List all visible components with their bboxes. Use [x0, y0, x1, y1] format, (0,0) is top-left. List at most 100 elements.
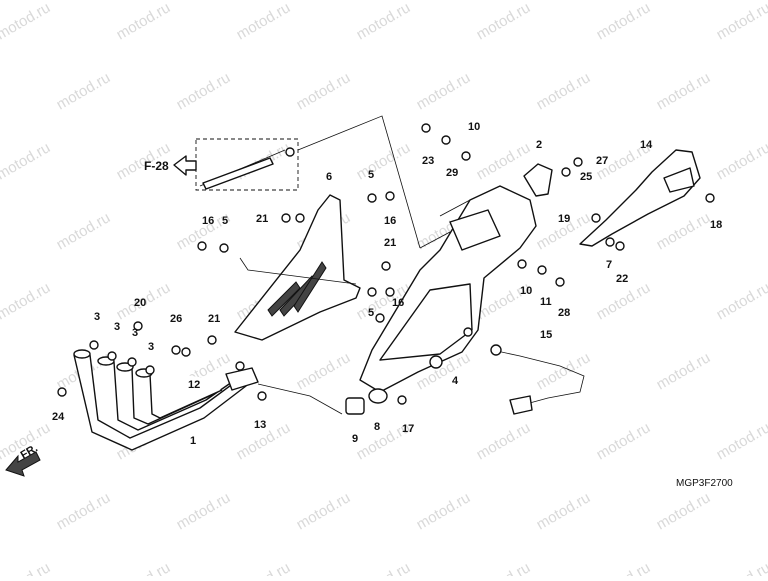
callout-number: 18 [710, 219, 722, 231]
watermark-text: motod.ru [594, 279, 654, 323]
watermark-text: motod.ru [114, 559, 174, 576]
diagram-code: MGP3F2700 [676, 478, 733, 489]
watermark-text: motod.ru [714, 419, 768, 463]
watermark-text: motod.ru [294, 349, 354, 393]
callout-number: 29 [446, 167, 458, 179]
callout-number: 5 [368, 169, 374, 181]
callout-number: 2 [536, 139, 542, 151]
fastener [368, 288, 376, 296]
watermark-text: motod.ru [534, 489, 594, 533]
fastener [606, 238, 614, 246]
fastener [422, 124, 430, 132]
callout-number: 4 [452, 375, 459, 387]
callout-number: 23 [422, 155, 434, 167]
callout-number: 6 [326, 171, 332, 183]
fastener [386, 192, 394, 200]
fastener [592, 214, 600, 222]
callout-number: 5 [368, 307, 374, 319]
callout-number: 17 [402, 423, 414, 435]
watermark-text: motod.ru [654, 489, 714, 533]
callout-number: 22 [616, 273, 628, 285]
callout-number: 1 [190, 435, 196, 447]
callout-number: 8 [374, 421, 380, 433]
watermark-text: motod.ru [714, 559, 768, 576]
callout-number: 26 [170, 313, 182, 325]
clamp-9 [346, 398, 364, 414]
fastener [398, 396, 406, 404]
watermark-text: motod.ru [354, 139, 414, 183]
fastener [518, 260, 526, 268]
watermark-text: motod.ru [534, 349, 594, 393]
watermark-text: motod.ru [654, 69, 714, 113]
callout-number: 21 [384, 237, 396, 249]
callout-number: 21 [256, 213, 268, 225]
watermark-text: motod.ru [654, 349, 714, 393]
watermark-text: motod.ru [234, 0, 294, 43]
watermark-text: motod.ru [0, 0, 53, 43]
watermark-text: motod.ru [0, 559, 53, 576]
callout-number: 5 [222, 215, 228, 227]
fastener [556, 278, 564, 286]
watermark-text: motod.ru [474, 559, 534, 576]
callout-number: 10 [468, 121, 480, 133]
fastener [562, 168, 570, 176]
fastener [376, 314, 384, 322]
fastener [172, 346, 180, 354]
fastener [386, 288, 394, 296]
fastener [108, 352, 116, 360]
callout-number: 20 [134, 297, 146, 309]
fastener [706, 194, 714, 202]
watermark-text: motod.ru [174, 69, 234, 113]
watermark-text: motod.ru [294, 69, 354, 113]
callout-number: 10 [520, 285, 532, 297]
callout-number: 24 [52, 411, 65, 423]
watermark-text: motod.ru [54, 489, 114, 533]
fastener [282, 214, 290, 222]
callout-number: 14 [640, 139, 653, 151]
watermark-text: motod.ru [654, 209, 714, 253]
fastener [128, 358, 136, 366]
callout-number: 21 [208, 313, 220, 325]
fastener [146, 366, 154, 374]
fastener [538, 266, 546, 274]
fastener [182, 348, 190, 356]
fastener [220, 244, 228, 252]
callout-number: 7 [606, 259, 612, 271]
callout-number: 16 [202, 215, 214, 227]
fastener [442, 136, 450, 144]
fastener [296, 214, 304, 222]
fastener [616, 242, 624, 250]
watermark-text: motod.ru [174, 489, 234, 533]
watermark-text: motod.ru [474, 0, 534, 43]
callout-number: 3 [132, 327, 138, 339]
watermark-text: motod.ru [54, 69, 114, 113]
fastener [462, 152, 470, 160]
callout-number: 19 [558, 213, 570, 225]
callout-number: 13 [254, 419, 266, 431]
fastener [58, 388, 66, 396]
watermark-text: motod.ru [594, 0, 654, 43]
watermark-text: motod.ru [714, 279, 768, 323]
bracket-2 [524, 164, 552, 196]
fastener [208, 336, 216, 344]
fastener [258, 392, 266, 400]
callout-number: 9 [352, 433, 358, 445]
callout-number: 3 [114, 321, 120, 333]
fastener [198, 242, 206, 250]
callout-number: 3 [94, 311, 100, 323]
watermark-text: motod.ru [414, 489, 474, 533]
watermark-text: motod.ru [714, 0, 768, 43]
watermark-text: motod.ru [414, 69, 474, 113]
fastener [368, 194, 376, 202]
callout-number: 16 [384, 215, 396, 227]
watermark-text: motod.ru [474, 419, 534, 463]
callout-number: 3 [148, 341, 154, 353]
callout-number: 27 [596, 155, 608, 167]
f28-label: F-28 [144, 159, 169, 173]
watermark-text: motod.ru [594, 419, 654, 463]
callout-number: 11 [540, 296, 552, 308]
watermark-text: motod.ru [354, 0, 414, 43]
